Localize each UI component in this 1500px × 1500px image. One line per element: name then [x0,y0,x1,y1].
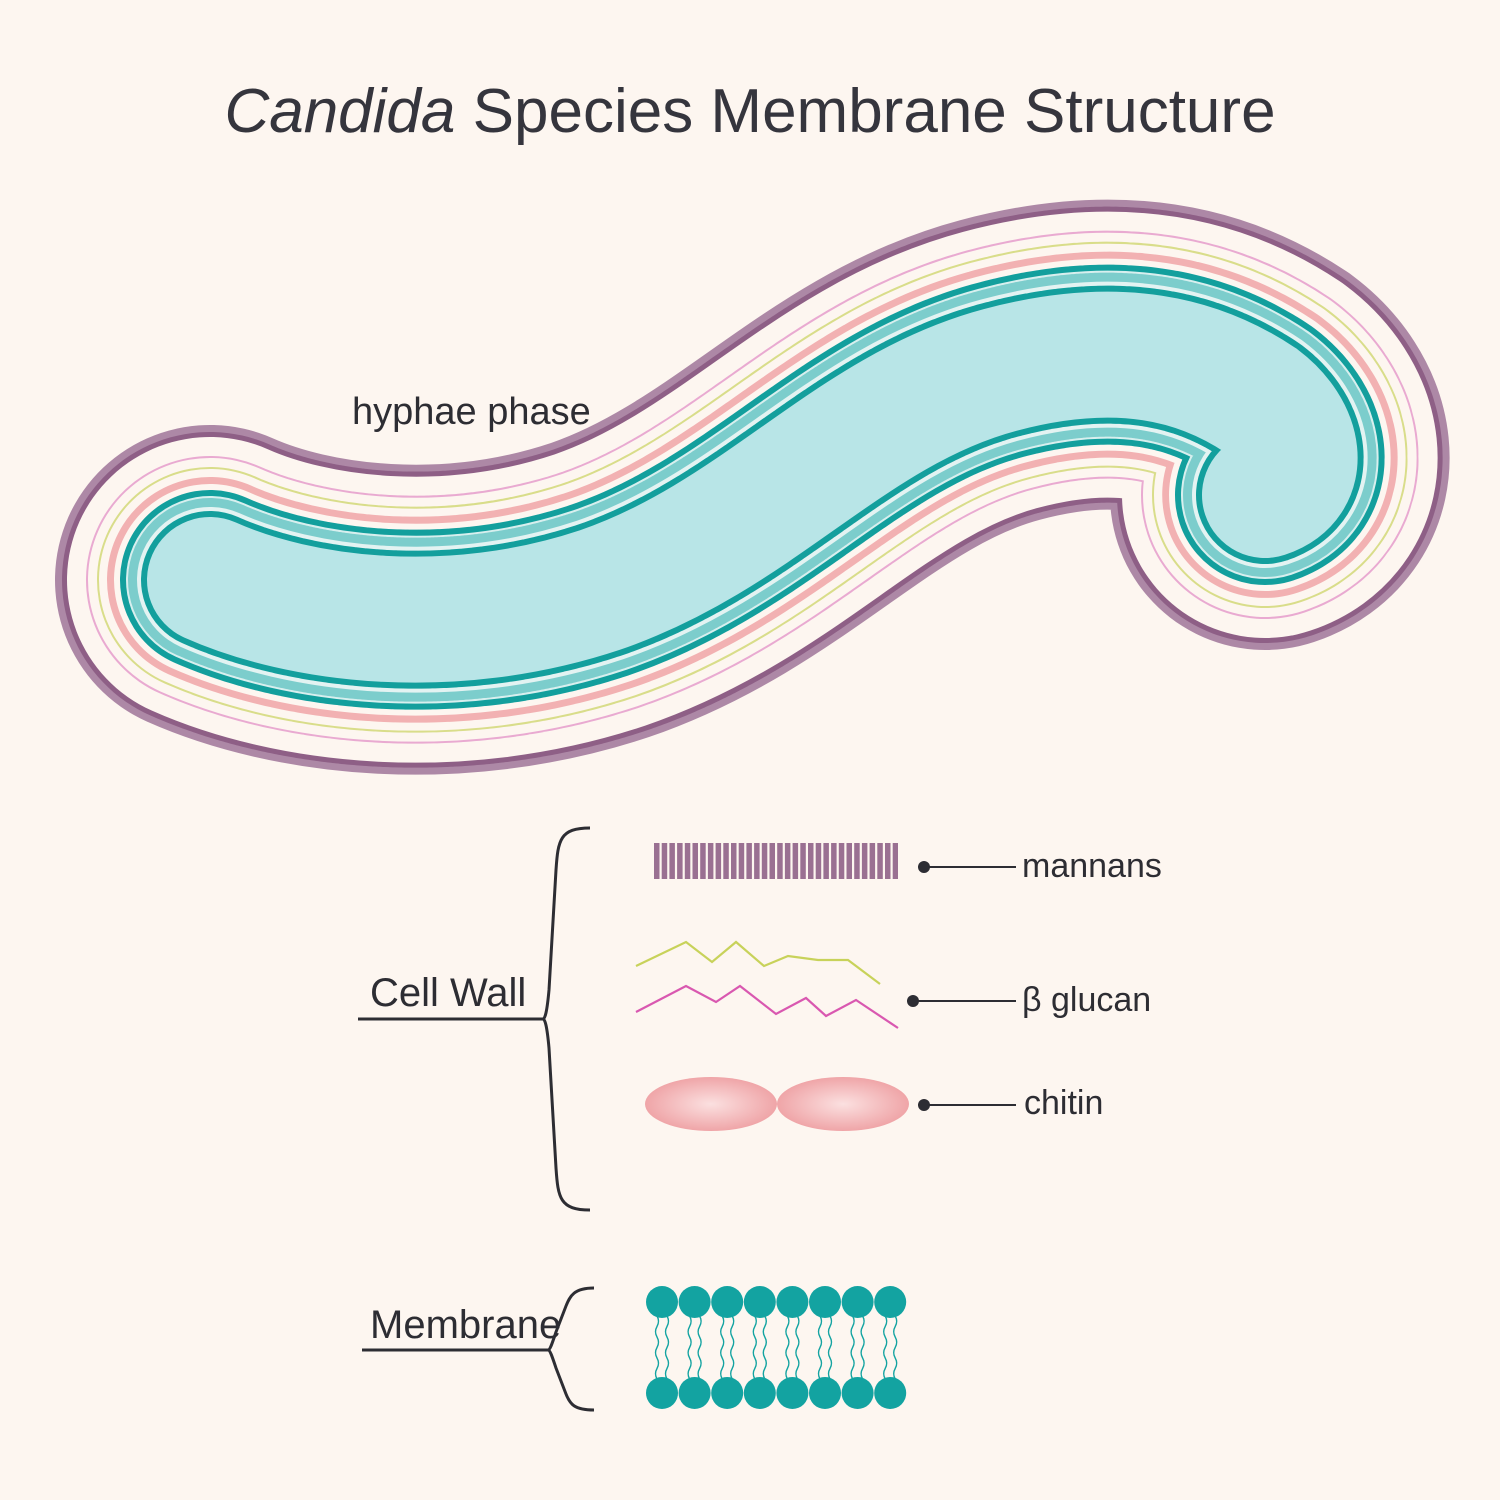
phase-label: hyphae phase [352,391,591,433]
lipid-head-top [678,1286,711,1318]
lipid-head-top [809,1286,841,1318]
lipid-tail [730,1315,735,1380]
cell-wall-label: Cell Wall [370,971,526,1015]
membrane-bilayer-swatch [646,1286,907,1409]
cell-wall-group: Cell Wall [358,826,591,1212]
lipid-tail [720,1315,725,1380]
glucan-label: β glucan [1022,981,1151,1019]
lipid-head-bottom [646,1377,678,1409]
lipid-tail [893,1315,898,1380]
title-italic: Candida [224,77,455,146]
lipid-tail [687,1315,692,1380]
membrane-brace [547,1286,595,1412]
glucan-pink-strand [635,984,899,1029]
membrane-label: Membrane [370,1303,561,1347]
lipid-head-bottom [678,1377,711,1409]
lipid-head-top [874,1286,907,1318]
lipid-tail [785,1315,790,1380]
lipid-head-top [711,1286,744,1318]
chitin-swatch-left [645,1077,777,1131]
lipid-head-bottom [743,1377,776,1409]
chitin-label: chitin [1024,1084,1103,1122]
lipid-tail [883,1315,888,1380]
lipid-head-bottom [776,1377,809,1409]
lipid-head-bottom [874,1377,907,1409]
lipid-tail [860,1315,865,1380]
legend-glucan: β glucan [635,940,1151,1029]
lipid-head-bottom [711,1377,744,1409]
glucan-yellow-strand [635,940,881,985]
lipid-tail [762,1315,767,1380]
lipid-tail [827,1315,833,1380]
lipid-tail [752,1315,757,1380]
lipid-tail [817,1315,823,1380]
lipid-head-top [776,1286,809,1318]
cell-wall-brace [542,826,591,1212]
lipid-head-top [841,1286,874,1318]
legend-chitin: chitin [645,1077,1103,1131]
lipid-tail [850,1315,855,1380]
lipid-tail [654,1315,660,1380]
mannans-label: mannans [1022,847,1162,885]
lipid-head-bottom [841,1377,874,1409]
lipid-head-bottom [809,1377,841,1409]
chitin-swatch-right [777,1077,909,1131]
lipid-tail [697,1315,702,1380]
legend-mannans: mannans [652,843,1162,885]
diagram-title: Candida Species Membrane Structure [224,77,1275,146]
membrane-group: Membrane [362,1286,595,1412]
lipid-head-top [743,1286,776,1318]
lipid-tail [795,1315,800,1380]
lipid-tail [664,1315,670,1380]
lipid-head-top [646,1286,678,1318]
title-rest: Species Membrane Structure [455,77,1275,146]
